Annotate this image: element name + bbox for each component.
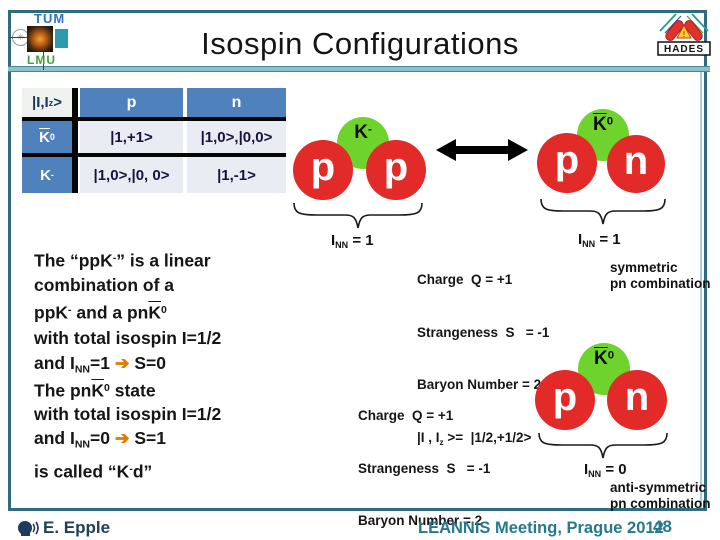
logo-connector-line-h xyxy=(10,37,36,38)
baryon-line: Baryon Number = 2 xyxy=(358,513,483,528)
double-arrow-icon xyxy=(436,139,528,161)
inn-label: INN = 1 xyxy=(331,232,374,251)
ppk-description: The “ppK-” is a linear combination of a … xyxy=(34,246,284,382)
text-line: The pnK0 state xyxy=(34,380,156,401)
slide-border-inner-line xyxy=(700,72,702,508)
neutron-circle: n xyxy=(607,370,667,430)
hades-logo-icon: ! HADES xyxy=(657,13,711,56)
slide-border xyxy=(8,10,707,511)
kaon-label: K0 xyxy=(592,114,614,135)
charge-block: Charge Q = +1 Strangeness S = -1 Baryon … xyxy=(358,372,490,540)
tum-lmu-logo: ✳ TUM LMU xyxy=(10,10,84,70)
symmetry-note: symmetric xyxy=(610,260,678,275)
proton-circle: p xyxy=(293,140,353,200)
hades-logo: ! HADES xyxy=(657,10,711,65)
neutron-label: n xyxy=(623,138,649,183)
lmu-logo: LMU xyxy=(27,53,56,67)
baryon-line: Baryon Number = 2 xyxy=(417,377,542,392)
title-separator-line xyxy=(8,66,710,72)
table-cell-kbar0-p: |1,+1> xyxy=(80,121,183,153)
table-header-p: p xyxy=(80,88,183,117)
table-cell-kbar0-n: |1,0>,|0,0> xyxy=(187,121,286,153)
speaker-icon xyxy=(18,521,39,536)
pnk-description: The pnK0 state with total isospin I=1/2 … xyxy=(34,376,284,483)
combination-note: pn combination xyxy=(610,276,711,291)
table-grid-line xyxy=(72,88,78,193)
strangeness-line: Strangeness S = -1 xyxy=(417,324,550,340)
table-header-n: n xyxy=(187,88,286,117)
neutron-label: n xyxy=(624,374,650,419)
table-cell-kminus-p: |1,0>,|0, 0> xyxy=(80,157,183,193)
underbrace xyxy=(538,432,668,459)
neutron-circle: n xyxy=(607,135,665,193)
logo-connector-line-v xyxy=(43,52,44,70)
charge-line: Charge Q = +1 xyxy=(358,408,454,423)
hades-logo-text: HADES xyxy=(664,44,704,55)
table-grid-line xyxy=(22,153,286,157)
footer-meeting: LEANNIS Meeting, Prague 2012 xyxy=(418,519,664,537)
text-line: and INN=1 ➔ S=0 xyxy=(34,352,167,376)
kaon-label: K0 xyxy=(593,348,615,369)
detector-icon xyxy=(55,29,68,48)
charge-block: Charge Q = +1 Strangeness S = -1 Baryon … xyxy=(417,236,549,486)
text-line: ppK- and a pnK0 xyxy=(34,302,167,323)
proton-label: p xyxy=(310,144,336,189)
charge-line: Charge Q = +1 xyxy=(417,272,513,287)
proton-circle: p xyxy=(535,370,595,430)
proton-circle: p xyxy=(366,140,426,200)
table-cell-kminus-n: |1,-1> xyxy=(187,157,286,193)
footer-author: E. Epple xyxy=(43,518,111,537)
text-line: with total isospin I=1/2 xyxy=(34,327,222,348)
underbrace xyxy=(540,198,666,225)
text-line: with total isospin I=1/2 xyxy=(34,404,222,425)
proton-label: p xyxy=(552,374,578,419)
tum-logo: TUM xyxy=(34,11,66,26)
combination-note: pn combination xyxy=(610,496,711,511)
text-line: and INN=0 ➔ S=1 xyxy=(34,428,167,451)
text-line: combination of a xyxy=(34,275,174,296)
page-title: Isospin Configurations xyxy=(201,26,519,61)
kaon-label: K- xyxy=(354,122,372,143)
isospin-state-line: |I , Iz >= |1/2,+1/2> xyxy=(417,429,532,447)
proton-label: p xyxy=(383,144,409,189)
inn-label: INN = 0 xyxy=(584,461,627,480)
galaxy-image xyxy=(27,26,53,52)
svg-text:!: ! xyxy=(683,30,686,39)
inn-label: INN = 1 xyxy=(578,231,621,250)
text-line: is called “K-d” xyxy=(34,461,153,482)
table-grid-line xyxy=(22,117,286,121)
proton-label: p xyxy=(554,137,580,182)
underbrace xyxy=(293,202,423,229)
table-row-label-kminus: K- xyxy=(22,157,72,193)
proton-circle: p xyxy=(537,133,597,193)
strangeness-line: Strangeness S = -1 xyxy=(358,460,491,476)
text-line: The “ppK-” is a linear xyxy=(34,250,211,271)
symmetry-note: anti-symmetric xyxy=(610,480,707,495)
footer-page-number: 48 xyxy=(653,517,672,536)
